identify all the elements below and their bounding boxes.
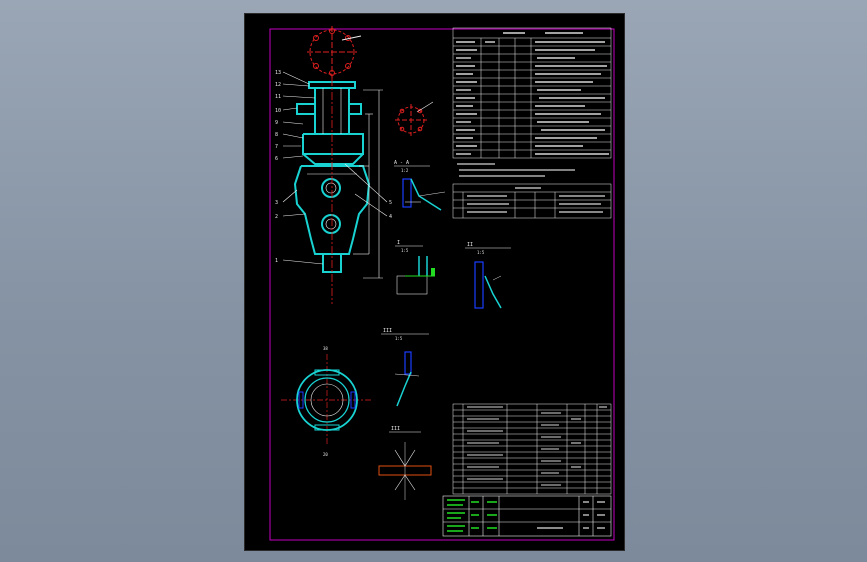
- part-label-9: 9: [275, 120, 278, 126]
- plan-top-label: 38: [323, 346, 328, 351]
- section-a-scale: 1:2: [401, 168, 409, 173]
- detail-i: I 1:5: [395, 240, 435, 295]
- title-block: [442, 495, 612, 537]
- bottom-plan-view: 38 20: [281, 346, 373, 457]
- detail-iii-scale: 1:5: [395, 336, 403, 341]
- tech-spec-rows: [453, 45, 611, 151]
- tech-notes: [457, 163, 575, 177]
- vessel-dimensions: [353, 89, 383, 279]
- cad-drawing: 13 12 11 10 9 8 7 6 5 4 3 2 1 A - A: [269, 26, 615, 541]
- part-label-3: 3: [275, 200, 278, 206]
- part-label-5: 5: [389, 200, 392, 206]
- nozzle-table: [452, 183, 612, 219]
- part-label-10: 10: [275, 108, 281, 114]
- drawing-sheet: 13 12 11 10 9 8 7 6 5 4 3 2 1 A - A: [244, 13, 625, 551]
- nozzle-table-text: [467, 187, 605, 213]
- part-label-7: 7: [275, 144, 278, 150]
- detail-i-title: I: [397, 240, 400, 246]
- detail-i-scale: 1:5: [401, 248, 409, 253]
- plan-bottom-label: 20: [323, 452, 328, 457]
- weld-title: III: [391, 426, 400, 432]
- weld-detail: III: [378, 426, 432, 500]
- part-label-11: 11: [275, 94, 281, 100]
- section-a-title: A - A: [394, 160, 409, 166]
- small-flange-view: [395, 101, 434, 136]
- parts-list: [452, 403, 612, 495]
- title-block-white-text: [537, 501, 605, 529]
- section-a-detail: A - A 1:2: [394, 160, 446, 211]
- part-label-6: 6: [275, 156, 278, 162]
- parts-list-text: [467, 406, 607, 486]
- detail-ii-scale: 1:5: [477, 250, 485, 255]
- part-number-labels: 13 12 11 10 9 8 7 6 5 4 3 2 1: [275, 70, 392, 264]
- tech-spec-cell-text: [456, 32, 609, 155]
- parts-list-rows: [453, 409, 611, 489]
- border-frame: [269, 28, 615, 541]
- detail-iii-title: III: [383, 328, 392, 334]
- part-leaders: [282, 71, 388, 265]
- part-label-13: 13: [275, 70, 281, 76]
- detail-iii: III 1:5: [381, 328, 429, 407]
- part-label-8: 8: [275, 132, 278, 138]
- detail-ii: II 1:5: [465, 242, 511, 309]
- part-label-12: 12: [275, 82, 281, 88]
- part-label-2: 2: [275, 214, 278, 220]
- part-label-1: 1: [275, 258, 278, 264]
- detail-ii-title: II: [467, 242, 473, 248]
- part-label-4: 4: [389, 214, 392, 220]
- top-flange-view: [307, 26, 362, 78]
- tech-spec-table: [452, 27, 612, 159]
- title-block-green-text: [447, 499, 497, 532]
